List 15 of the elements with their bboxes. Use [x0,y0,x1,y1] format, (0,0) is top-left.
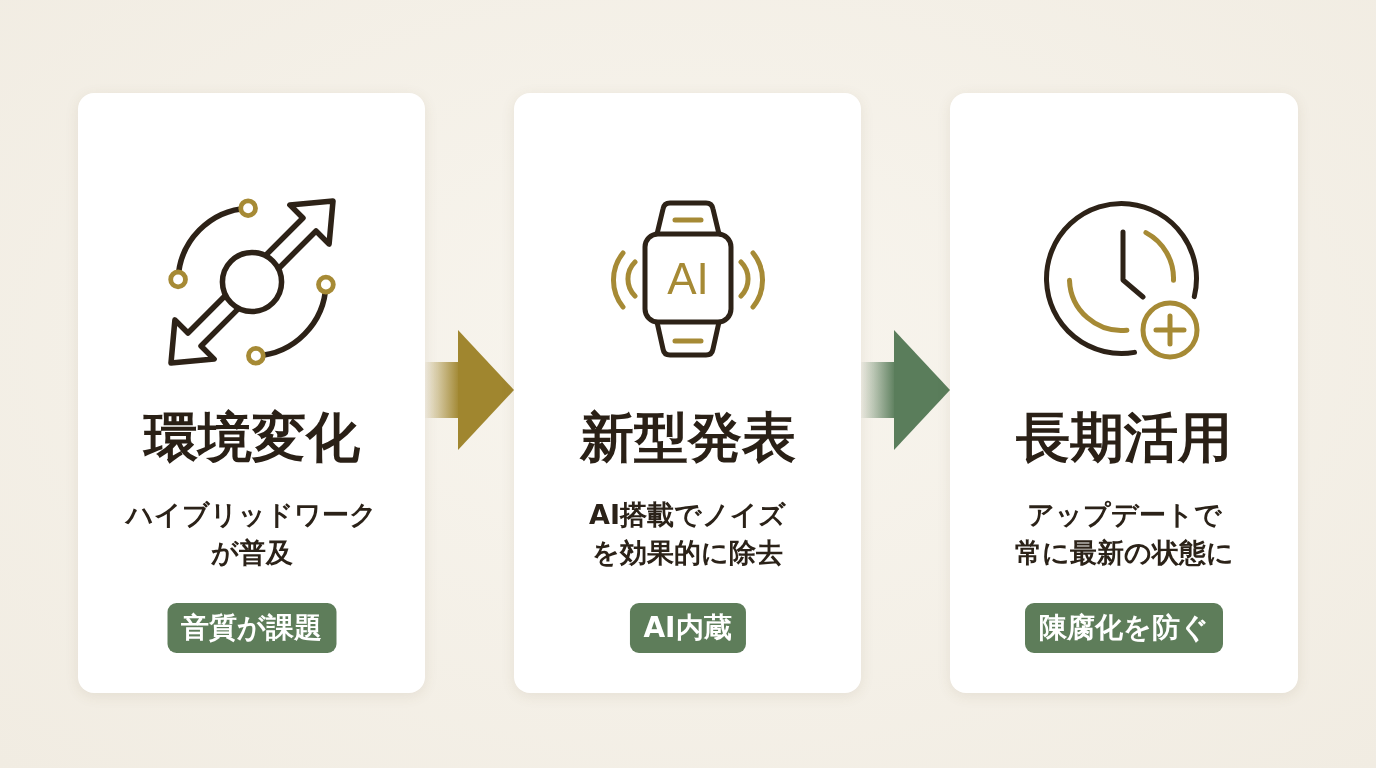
step-description: ハイブリッドワークが普及 [126,498,377,570]
watch-screen-text: AI [667,257,709,301]
step-description: AI搭載でノイズを効果的に除去 [589,498,786,570]
status-tag: 音質が課題 [167,603,336,653]
status-tag: 陳腐化を防ぐ [1025,603,1223,653]
step-title: 長期活用 [1016,405,1232,469]
step-card [514,93,861,693]
flow-arrow [861,330,950,450]
status-tag: AI内蔵 [629,603,746,653]
step-title: 新型発表 [579,405,796,469]
step-card [950,93,1298,693]
step-title: 環境変化 [143,405,360,469]
step-description: アップデートで常に最新の状態に [1014,498,1234,570]
step-card [78,93,425,693]
flow-arrow [425,330,514,450]
